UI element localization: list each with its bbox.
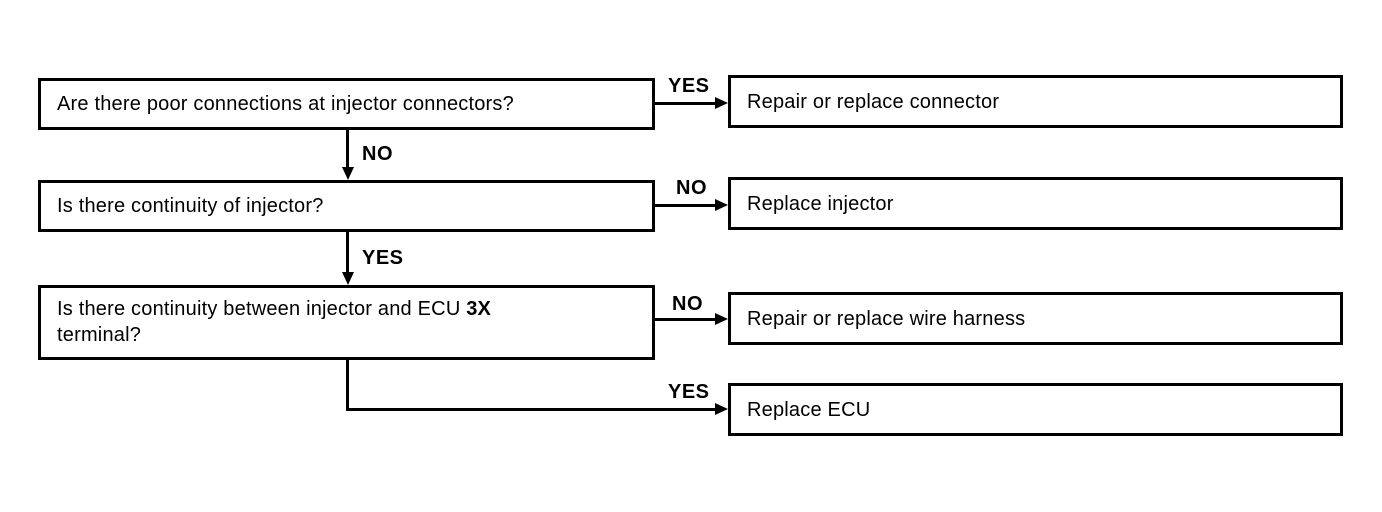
- question-text: Is there continuity of injector?: [57, 195, 324, 217]
- arrowhead-right-icon: [715, 403, 728, 415]
- connector-q3-yes-line-vertical: [346, 360, 349, 411]
- arrowhead-right-icon: [715, 199, 728, 211]
- arrowhead-down-icon: [342, 167, 354, 180]
- connector-q1-no-line: [346, 130, 349, 170]
- edge-label-q3-no: NO: [672, 293, 703, 315]
- action-text: Replace injector: [747, 192, 894, 215]
- edge-label-q3-yes: YES: [668, 381, 710, 403]
- edge-label-q2-no: NO: [676, 177, 707, 199]
- connector-q2-yes-line: [346, 232, 349, 275]
- action-text: Repair or replace connector: [747, 90, 1000, 113]
- connector-q1-yes-line: [655, 102, 717, 105]
- connector-q3-no-line: [655, 318, 717, 321]
- question-text-bold: 3X: [466, 298, 492, 320]
- arrowhead-down-icon: [342, 272, 354, 285]
- connector-q2-no-line: [655, 204, 717, 207]
- action-box-repair-wire-harness: Repair or replace wire harness: [728, 292, 1343, 345]
- question-box-ecu-3x-continuity: Is there continuity between injector and…: [38, 285, 655, 360]
- question-text-part: Is there continuity between injector and…: [57, 298, 467, 320]
- question-text: Are there poor connections at injector c…: [57, 93, 514, 115]
- question-box-injector-continuity: Is there continuity of injector?: [38, 180, 655, 232]
- action-text: Replace ECU: [747, 398, 871, 421]
- edge-label-q2-yes: YES: [362, 247, 404, 269]
- action-text: Repair or replace wire harness: [747, 307, 1026, 330]
- question-text-part: terminal?: [57, 324, 142, 346]
- action-box-repair-connector: Repair or replace connector: [728, 75, 1343, 128]
- action-box-replace-injector: Replace injector: [728, 177, 1343, 230]
- action-box-replace-ecu: Replace ECU: [728, 383, 1343, 436]
- question-box-poor-connections: Are there poor connections at injector c…: [38, 78, 655, 130]
- arrowhead-right-icon: [715, 97, 728, 109]
- edge-label-q1-no: NO: [362, 143, 393, 165]
- edge-label-q1-yes: YES: [668, 75, 710, 97]
- question-text: Is there continuity between injector and…: [57, 296, 491, 348]
- connector-q3-yes-line-horizontal: [346, 408, 717, 411]
- arrowhead-right-icon: [715, 313, 728, 325]
